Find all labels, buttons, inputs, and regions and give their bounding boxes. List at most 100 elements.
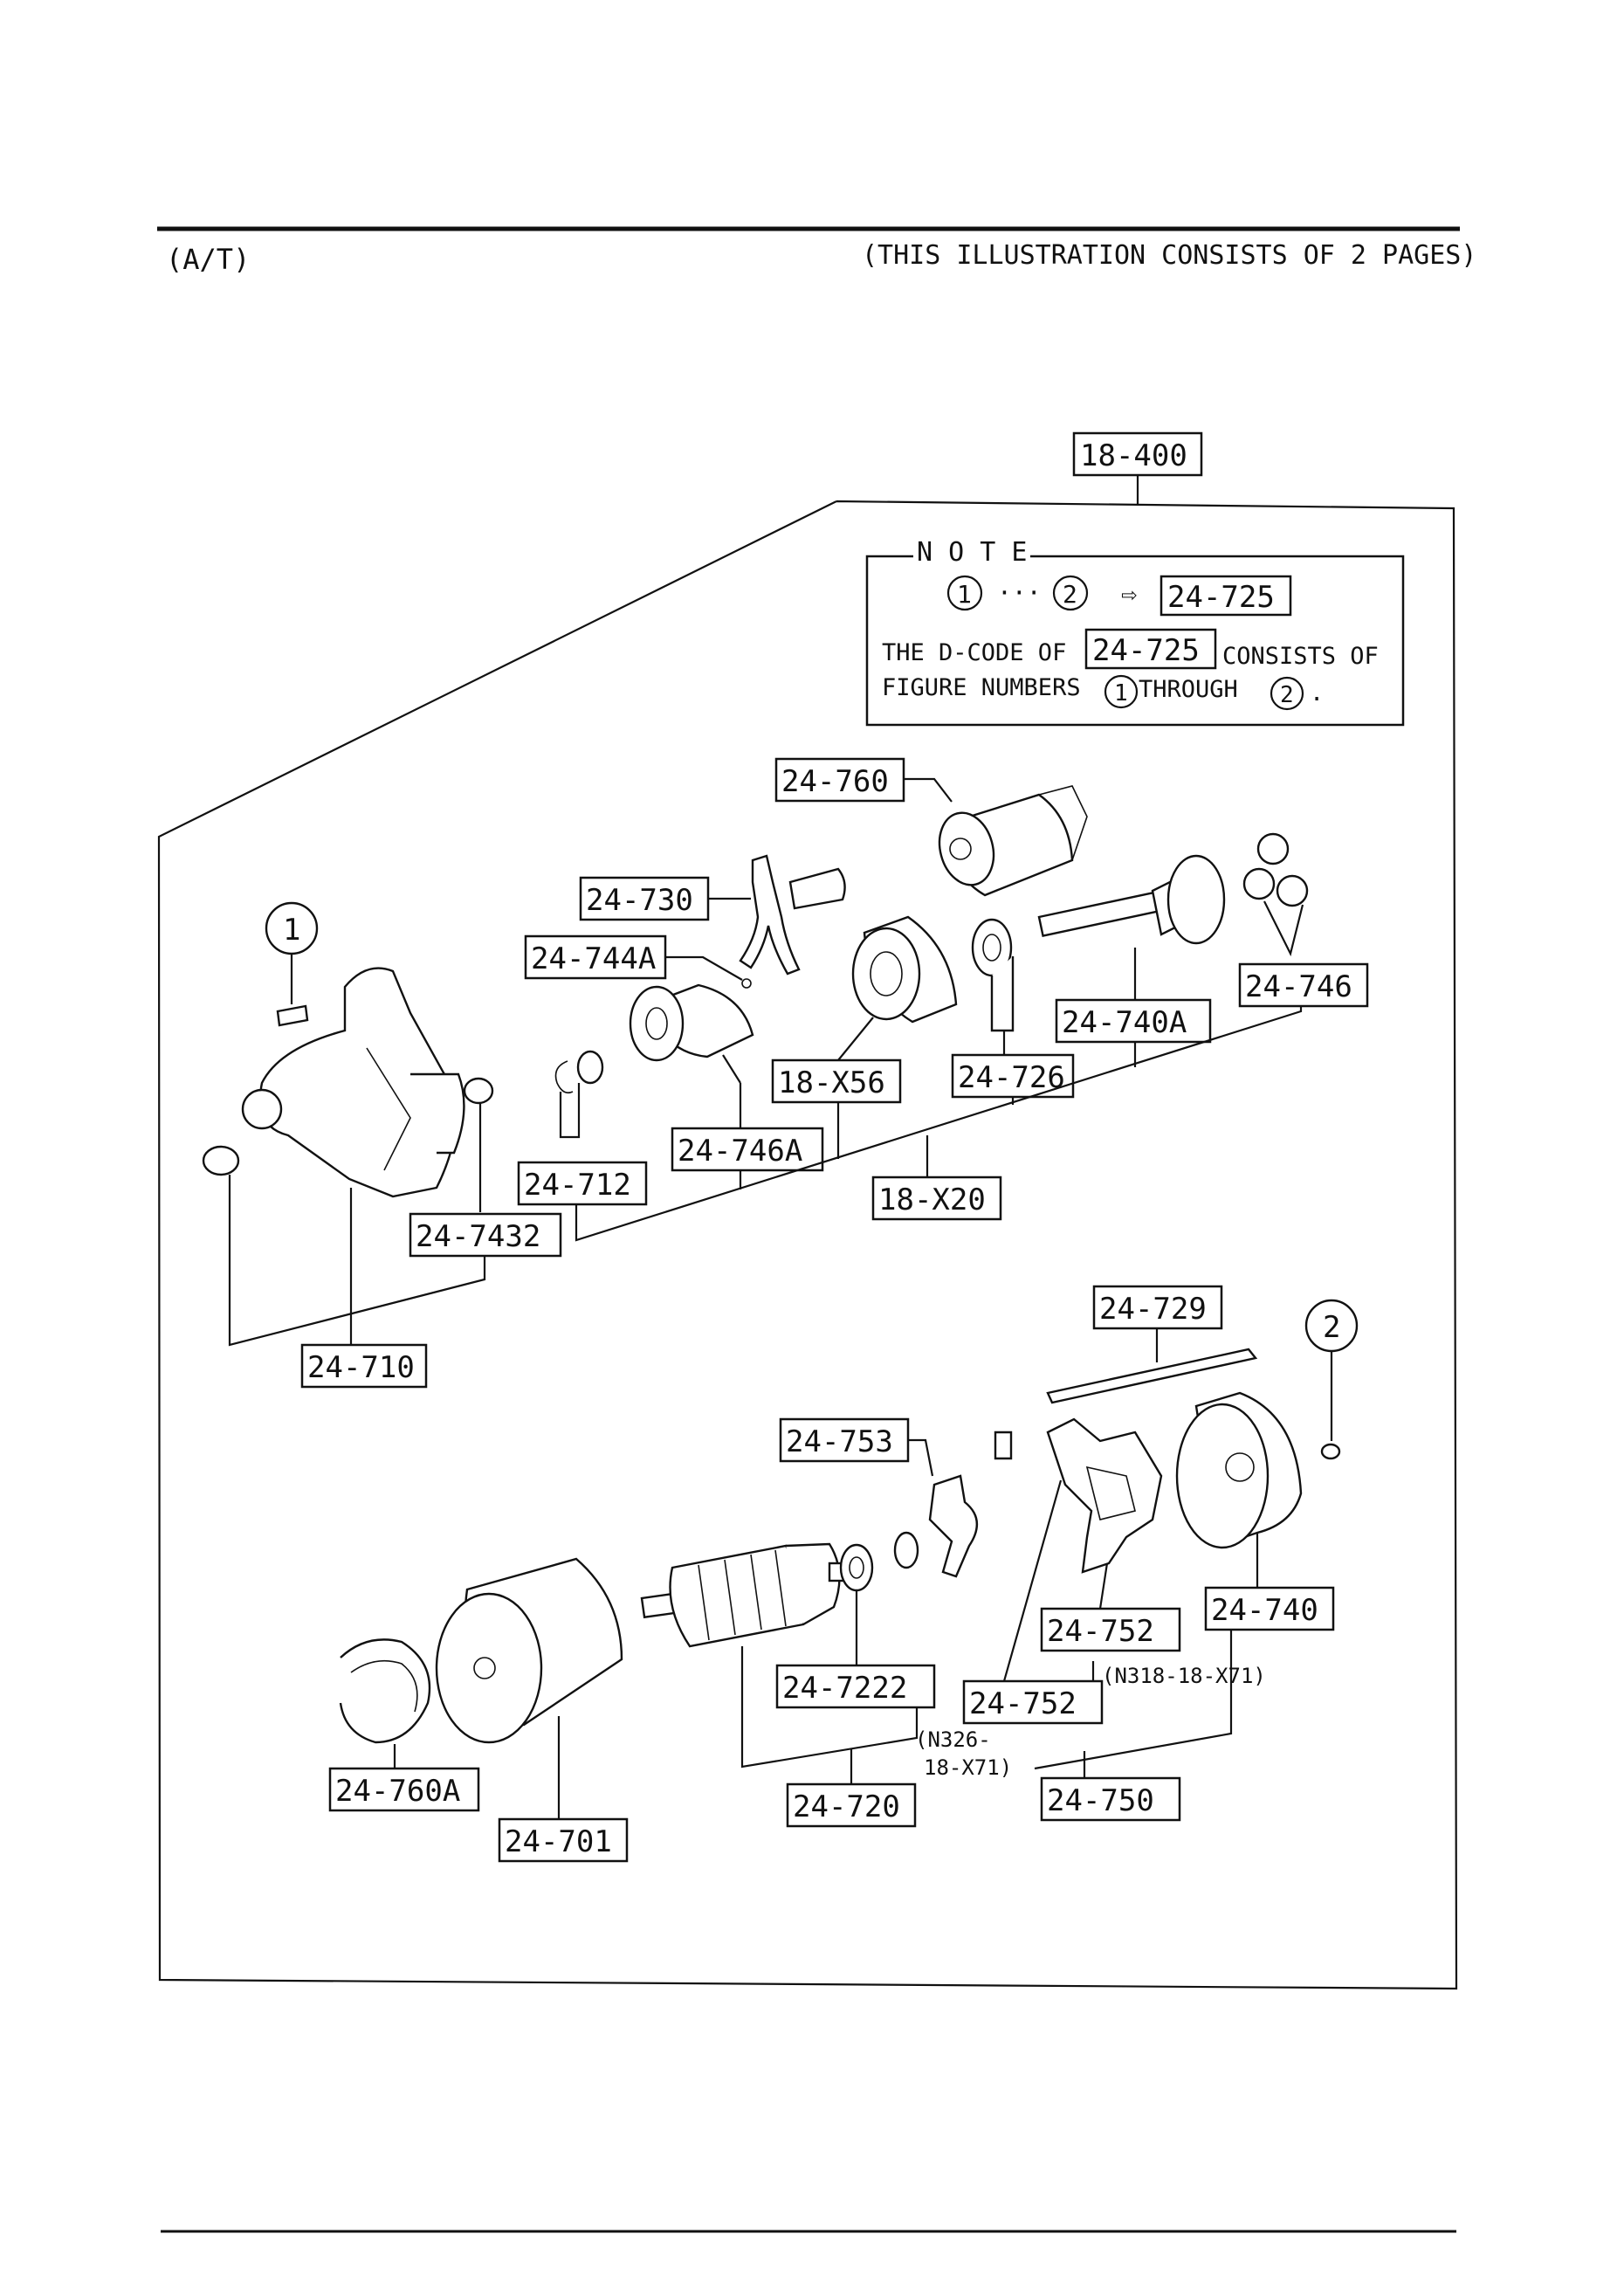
part-code-24-726: 24-726 [958, 1060, 1065, 1095]
part-code-24-760: 24-760 [781, 764, 889, 799]
part-code-24-752-upper: 24-752 [1047, 1614, 1154, 1649]
note-line2-a: FIGURE NUMBERS [882, 674, 1081, 701]
part-code-24-740A: 24-740A [1062, 1005, 1187, 1040]
part-box-24-740A[interactable] [1055, 998, 1212, 1044]
part-code-18-400: 18-400 [1080, 438, 1187, 473]
note-line2-end: . [1310, 679, 1324, 707]
assembly-boundary [157, 500, 1458, 1990]
part-code-24-701: 24-701 [505, 1824, 612, 1859]
bearing-24-7222-drawing [839, 1531, 919, 1592]
leader-24-753 [908, 1438, 934, 1477]
part-code-24-746: 24-746 [1245, 969, 1352, 1004]
screw-2-drawing [1320, 1443, 1341, 1460]
pin-24-744A-drawing [741, 978, 752, 989]
part-code-18-X56: 18-X56 [778, 1065, 885, 1100]
part-box-24-7432[interactable] [409, 1212, 562, 1258]
part-box-24-740[interactable] [1204, 1586, 1335, 1631]
part-code-18-X20: 18-X20 [878, 1182, 986, 1217]
transmission-label: (A/T) [166, 243, 250, 276]
pages-note: (THIS ILLUSTRATION CONSISTS OF 2 PAGES) [862, 240, 1476, 271]
leader-18-X56 [837, 1017, 874, 1061]
part-code-24-7432: 24-7432 [416, 1219, 540, 1254]
part-box-24-752-upper[interactable] [1040, 1607, 1181, 1652]
part-code-24-7222: 24-7222 [782, 1671, 907, 1706]
part-box-24-712[interactable] [517, 1161, 648, 1206]
leader-24-744A [665, 955, 743, 981]
note-arrow-icon: ⇨ [1121, 579, 1137, 610]
part-box-24-746A[interactable] [671, 1127, 824, 1172]
leader-24-760 [904, 777, 953, 803]
note-box: N O T E 1 ··· 2 ⇨ 24-725 THE D-CODE OF 2… [865, 537, 1405, 727]
bracket-24-710 [228, 1175, 486, 1347]
subnote-n326-b: 18-X71) [924, 1755, 1012, 1780]
leader-24-752-upper [1098, 1562, 1109, 1610]
brush-drawing [928, 1431, 1013, 1578]
note-line2-b: THROUGH [1139, 676, 1238, 703]
bracket-24-750 [1034, 1630, 1233, 1770]
note-ref-2: 2 [1063, 580, 1077, 609]
callout-2: 2 [1323, 1310, 1340, 1345]
bracket-24-720 [740, 1646, 919, 1769]
part-box-24-720[interactable] [786, 1782, 917, 1828]
leader-24-746A-part [722, 1054, 741, 1084]
leader-24-752-lower [1002, 1479, 1063, 1682]
part-code-24-746A: 24-746A [678, 1134, 802, 1169]
part-box-24-701[interactable] [498, 1817, 629, 1863]
part-box-24-746[interactable] [1238, 962, 1369, 1008]
brush-holder-drawing [1046, 1417, 1163, 1574]
note-ref-1-icon [946, 575, 983, 611]
note-line1-a: THE D-CODE OF [882, 639, 1066, 666]
rear-cover-drawing [1175, 1391, 1303, 1549]
part-code-24-760A: 24-760A [335, 1774, 460, 1809]
solenoid-drawing [938, 785, 1088, 897]
note-line2-ref1-icon [1104, 674, 1139, 709]
output-shaft-drawing [1037, 854, 1226, 945]
part-box-24-729[interactable] [1092, 1285, 1223, 1330]
bracket-18-X20 [575, 1006, 1303, 1242]
note-line1-code: 24-725 [1092, 633, 1200, 668]
part-code-24-752-lower: 24-752 [969, 1686, 1077, 1721]
part-box-18-400[interactable] [1072, 431, 1203, 477]
part-box-18-X56[interactable] [771, 1058, 902, 1104]
part-box-18-X20[interactable] [871, 1176, 1002, 1221]
part-code-24-710: 24-710 [307, 1350, 415, 1385]
note-dots: ··· [997, 578, 1042, 607]
pinion-gear-drawing [629, 983, 754, 1062]
part-box-24-710[interactable] [300, 1343, 428, 1389]
part-code-24-744A: 24-744A [531, 941, 656, 976]
planet-gears-drawing [1242, 832, 1309, 907]
washer-drawing [971, 918, 1015, 1032]
gasket-drawing [339, 1638, 431, 1744]
part-code-24-730: 24-730 [586, 883, 693, 918]
part-code-24-740: 24-740 [1211, 1593, 1318, 1628]
stop-ring-drawing [554, 1050, 604, 1139]
part-code-24-720: 24-720 [793, 1789, 900, 1824]
part-code-24-753: 24-753 [786, 1424, 893, 1459]
note-line1-b: CONSISTS OF [1222, 643, 1379, 670]
note-line2-ref1: 1 [1114, 680, 1128, 707]
part-box-24-760A[interactable] [328, 1767, 480, 1812]
front-housing-drawing [202, 967, 494, 1198]
callout-1: 1 [283, 913, 300, 948]
note-title: N O T E [917, 537, 1027, 568]
yoke-drawing [435, 1557, 623, 1744]
part-box-24-744A[interactable] [524, 934, 667, 980]
part-code-24-729: 24-729 [1099, 1292, 1207, 1327]
subnote-n318: (N318-18-X71) [1102, 1664, 1266, 1688]
part-code-24-712: 24-712 [524, 1168, 631, 1203]
part-box-24-750[interactable] [1040, 1776, 1181, 1822]
part-box-24-752-lower[interactable] [962, 1679, 1104, 1725]
bearing-housing-drawing [851, 915, 958, 1024]
note-line1-code-box[interactable] [1084, 628, 1217, 670]
note-target-box[interactable] [1160, 575, 1292, 617]
armature-drawing [640, 1542, 857, 1648]
note-ref-2-icon [1052, 575, 1089, 611]
through-bolt-drawing [1046, 1348, 1258, 1404]
note-line2-ref2: 2 [1280, 682, 1294, 708]
part-box-24-7222[interactable] [775, 1664, 936, 1709]
leader-24-746 [1263, 900, 1304, 957]
part-box-24-753[interactable] [779, 1417, 910, 1463]
subnote-n326-a: (N326- [915, 1727, 991, 1752]
note-ref-1: 1 [957, 580, 972, 609]
